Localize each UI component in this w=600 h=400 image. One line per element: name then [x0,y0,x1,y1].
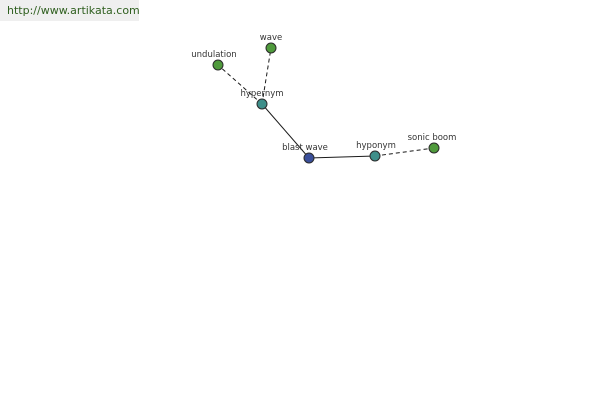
edge-blast-wave-to-hypernym [261,103,310,159]
node-label-wave[interactable]: wave [260,33,282,43]
edge-hyponym-to-sonic-boom [374,147,435,157]
edge-blast-wave-to-hyponym [308,155,376,159]
node-label-hypernym[interactable]: hypernym [240,89,283,99]
node-wave[interactable] [265,42,277,54]
node-undulation[interactable] [212,59,224,71]
node-label-sonic-boom[interactable]: sonic boom [408,133,457,143]
edge-hypernym-to-undulation [217,64,263,105]
node-blast-wave[interactable] [303,152,315,164]
edges-layer [217,47,435,159]
node-hypernym[interactable] [256,98,268,110]
edge-hypernym-to-wave [261,47,272,105]
nodes-layer [212,42,440,164]
labels-layer: blast wave hypernym hyponym undulation wave s… [191,33,456,153]
node-sonic-boom[interactable] [428,142,440,154]
node-label-blast-wave[interactable]: blast wave [282,143,328,153]
site-url-link[interactable]: http://www.artikata.com [0,0,140,21]
node-label-undulation[interactable]: undulation [191,50,236,60]
node-label-hyponym[interactable]: hyponym [356,141,396,151]
node-hyponym[interactable] [369,150,381,162]
